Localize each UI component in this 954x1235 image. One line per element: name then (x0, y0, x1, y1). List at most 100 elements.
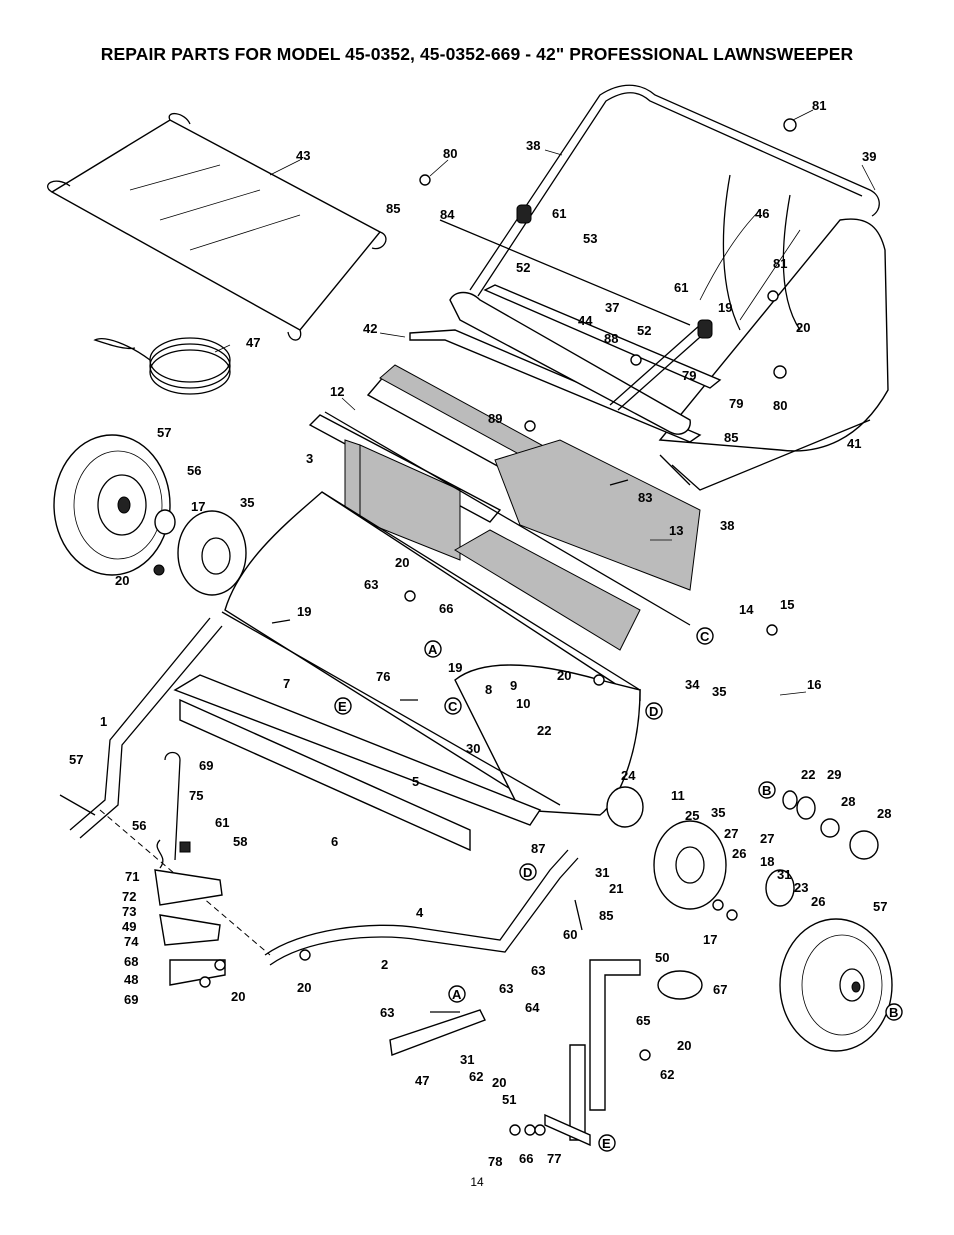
label-83-top: 81 (812, 98, 826, 113)
label-49: 48 (124, 972, 138, 987)
label-80: 78 (488, 1154, 502, 1169)
rear-plates-5-6 (173, 611, 561, 852)
frame-brackets (409, 204, 722, 443)
ref-A-lower: A (448, 985, 466, 1003)
part-labels: 43 80 38 81 39 85 84 61 46 53 52 81 61 3… (69, 98, 891, 1169)
label-18: 18 (760, 854, 774, 869)
bag-cord-47 (93, 337, 231, 395)
label-86: 85 (724, 430, 738, 445)
label-14: 14 (739, 602, 754, 617)
label-55-left: 57 (157, 425, 171, 440)
svg-text:D: D (649, 704, 658, 719)
label-50: 49 (122, 919, 136, 934)
ref-B-upper: B (758, 781, 776, 799)
ref-C-upper: C (696, 627, 714, 645)
label-88: 88 (604, 331, 618, 346)
label-35: 34 (685, 677, 700, 692)
label-85: 84 (440, 207, 455, 222)
label-74: 72 (122, 889, 136, 904)
label-17-left: 17 (191, 499, 205, 514)
label-22-mid: 22 (537, 723, 551, 738)
label-30: 29 (827, 767, 841, 782)
label-56: 56 (187, 463, 201, 478)
label-65: 64 (525, 1000, 540, 1015)
label-29: 28 (877, 806, 891, 821)
label-66: 65 (636, 1013, 650, 1028)
label-61: 60 (563, 927, 577, 942)
label-20-mid: 20 (395, 555, 409, 570)
label-82: 80 (773, 398, 787, 413)
label-83: 81 (773, 256, 787, 271)
svg-text:E: E (602, 1136, 611, 1151)
label-20-r: 20 (677, 1038, 691, 1053)
label-71: 69 (124, 992, 138, 1007)
label-38: 37 (605, 300, 619, 315)
label-62: 61 (674, 280, 688, 295)
label-46: 46 (755, 206, 769, 221)
label-34: 31 (777, 867, 791, 882)
label-15: 15 (780, 597, 794, 612)
svg-text:D: D (523, 865, 532, 880)
label-11: 11 (671, 788, 685, 803)
label-21: 21 (609, 881, 623, 896)
label-23: 23 (794, 880, 808, 895)
label-3: 3 (306, 451, 313, 466)
label-53: 52 (637, 323, 651, 338)
label-20-top: 20 (796, 320, 810, 335)
label-32: 31 (595, 865, 609, 880)
label-12: 12 (330, 384, 344, 399)
label-19-mid: 19 (448, 660, 462, 675)
label-51: 50 (655, 950, 669, 965)
page-title: REPAIR PARTS FOR MODEL 45-0352, 45-0352-… (100, 44, 854, 64)
label-45: 44 (578, 313, 593, 328)
label-72: 69 (199, 758, 213, 773)
label-4: 4 (416, 905, 424, 920)
hardware (59, 118, 797, 1136)
svg-text:E: E (338, 699, 347, 714)
label-75: 73 (122, 904, 136, 919)
label-48: 47 (415, 1073, 429, 1088)
label-79: 77 (547, 1151, 561, 1166)
label-78: 76 (376, 669, 390, 684)
svg-text:C: C (448, 699, 458, 714)
label-9: 9 (510, 678, 517, 693)
label-63b: 62 (469, 1069, 483, 1084)
label-16: 16 (807, 677, 821, 692)
label-64-mid: 63 (364, 577, 378, 592)
hopper-frame-assembly (469, 84, 889, 491)
label-43: 43 (296, 148, 310, 163)
label-20-bottom: 20 (297, 980, 311, 995)
hopper-cover-43 (46, 113, 387, 341)
svg-text:A: A (452, 987, 462, 1002)
label-39: 38 (720, 518, 734, 533)
label-37: 35 (711, 805, 725, 820)
reference-letters: A A B B C C D D (334, 627, 903, 1152)
label-20-left: 20 (115, 573, 129, 588)
label-32b: 31 (460, 1052, 474, 1067)
height-adjust-group (389, 959, 703, 1147)
label-62-top: 61 (552, 206, 566, 221)
ref-E-lower: E (598, 1134, 616, 1152)
label-58: 57 (69, 752, 83, 767)
label-77: 75 (189, 788, 203, 803)
label-82-top: 80 (443, 146, 457, 161)
label-24: 24 (621, 768, 636, 783)
label-27b: 27 (760, 831, 774, 846)
label-13: 13 (669, 523, 683, 538)
label-64b: 63 (499, 981, 513, 996)
page-number: 14 (470, 1175, 484, 1189)
label-19-left: 19 (297, 604, 311, 619)
svg-text:C: C (700, 629, 710, 644)
label-44: 42 (363, 321, 377, 336)
label-28: 28 (841, 794, 855, 809)
label-54: 53 (583, 231, 597, 246)
label-6: 6 (331, 834, 338, 849)
label-55: 57 (873, 899, 887, 914)
svg-text:B: B (889, 1005, 898, 1020)
label-25: 25 (685, 808, 699, 823)
label-10: 10 (516, 696, 530, 711)
label-86-top: 85 (386, 201, 400, 216)
svg-text:A: A (428, 642, 438, 657)
label-87: 87 (531, 841, 545, 856)
